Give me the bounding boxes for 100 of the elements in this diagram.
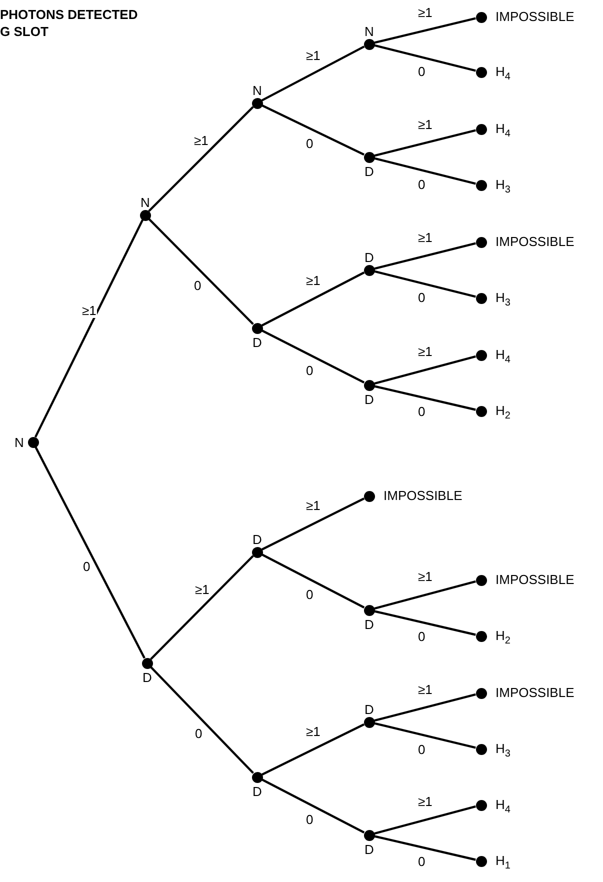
- edge-label: ≥1: [417, 344, 434, 359]
- tree-branch: [150, 666, 254, 774]
- tree-branch: [261, 272, 365, 326]
- junction-dot: [28, 436, 38, 448]
- tree-branch: [374, 355, 476, 385]
- junction-dot: [364, 604, 374, 616]
- edge-label: 0: [305, 587, 314, 602]
- edge-label: 0: [305, 136, 314, 151]
- node-label: N: [14, 434, 24, 450]
- junction-dot: [476, 744, 486, 754]
- junction-dot: [476, 630, 486, 642]
- node-label: H$_{1}$: [496, 853, 510, 874]
- edge-label: ≥1: [305, 498, 322, 513]
- tree-branch: [261, 330, 365, 384]
- junction-dot: [476, 66, 486, 78]
- node-label: H$_{2}$: [496, 628, 510, 649]
- junction-dot: [140, 210, 150, 220]
- tree-branch: [374, 157, 476, 185]
- tree-branch: [261, 778, 365, 834]
- edge-label: 0: [305, 362, 314, 378]
- junction-dot: [476, 406, 486, 416]
- node-label: D: [364, 164, 374, 178]
- tree-branch: [374, 44, 476, 72]
- node-label: H$_{3}$: [496, 741, 510, 762]
- tree-branch: [261, 46, 365, 102]
- edge-label: 0: [417, 854, 426, 869]
- node-label: D: [252, 784, 262, 798]
- junction-dot: [252, 772, 262, 782]
- node-label: D: [364, 616, 374, 632]
- junction-dot: [364, 264, 374, 276]
- edge-label: 0: [417, 742, 426, 756]
- junction-dot: [476, 292, 486, 304]
- tree-branch: [148, 106, 254, 212]
- tree-branch: [374, 693, 476, 722]
- tree-branch: [374, 242, 476, 270]
- node-label: H$_{4}$: [496, 121, 510, 142]
- edge-label: 0: [194, 726, 204, 741]
- junction-dot: [476, 12, 486, 22]
- junction-dot: [476, 180, 486, 190]
- node-label: H$_{2}$: [496, 403, 510, 424]
- junction-dot: [142, 658, 152, 668]
- junction-dot: [476, 688, 486, 698]
- edge-label: ≥1: [417, 794, 434, 809]
- node-label: H$_{4}$: [496, 797, 510, 818]
- tree-branch: [374, 270, 476, 298]
- node-label: D: [364, 392, 374, 406]
- node-label: IMPOSSIBLE: [496, 685, 574, 700]
- tree-branch: [148, 218, 254, 325]
- node-label: IMPOSSIBLE: [496, 234, 574, 249]
- junction-dot: [364, 38, 374, 50]
- junction-dot: [364, 380, 374, 390]
- junction-dot: [476, 350, 486, 360]
- node-label: N: [140, 194, 150, 210]
- junction-dot: [252, 546, 262, 558]
- tree-branch: [374, 610, 476, 636]
- node-label: IMPOSSIBLE: [496, 572, 574, 587]
- edge-label: ≥1: [417, 117, 434, 132]
- edge-label: 0: [305, 812, 314, 827]
- node-label: D: [364, 250, 374, 264]
- tree-branch: [261, 104, 365, 156]
- node-label: N: [364, 24, 374, 38]
- node-label: IMPOSSIBLE: [384, 488, 462, 503]
- tree-branch: [34, 446, 146, 659]
- junction-dot: [476, 856, 486, 866]
- edge-label: 0: [193, 278, 202, 292]
- tree-branch: [374, 722, 476, 749]
- junction-dot: [364, 490, 374, 502]
- edge-label: ≥1: [417, 569, 434, 584]
- tree-branch: [374, 17, 476, 44]
- node-label: D: [252, 334, 262, 350]
- node-label: N: [252, 82, 262, 98]
- tree-branch: [150, 555, 254, 660]
- junction-dot: [364, 152, 374, 162]
- edge-label: 0: [417, 64, 426, 79]
- heading-text: PHOTONS DETECTED G SLOT: [0, 6, 139, 40]
- tree-branch: [374, 580, 476, 610]
- tree-branch: [374, 805, 476, 835]
- junction-dot: [364, 716, 374, 728]
- node-label: D: [364, 842, 374, 856]
- tree-branch: [261, 723, 365, 776]
- junction-dot: [476, 124, 486, 134]
- edge-label: ≥1: [417, 230, 434, 245]
- node-label: IMPOSSIBLE: [496, 9, 574, 24]
- junction-dot: [476, 800, 486, 810]
- edge-label: 0: [417, 404, 426, 419]
- edge-label: 0: [417, 290, 426, 305]
- junction-dot: [476, 574, 486, 586]
- edge-label: 0: [417, 177, 426, 192]
- node-label: H$_{4}$: [496, 64, 510, 85]
- junction-dot: [476, 236, 486, 248]
- edge-label: 0: [417, 629, 426, 644]
- node-label: D: [364, 702, 374, 716]
- node-label: D: [252, 532, 262, 546]
- edge-label: ≥1: [305, 273, 322, 288]
- tree-branch: [374, 129, 476, 157]
- tree-branch: [34, 219, 144, 438]
- junction-dot: [252, 98, 262, 108]
- node-label: H$_{3}$: [496, 177, 510, 198]
- node-label: H$_{3}$: [496, 290, 510, 311]
- junction-dot: [252, 322, 262, 334]
